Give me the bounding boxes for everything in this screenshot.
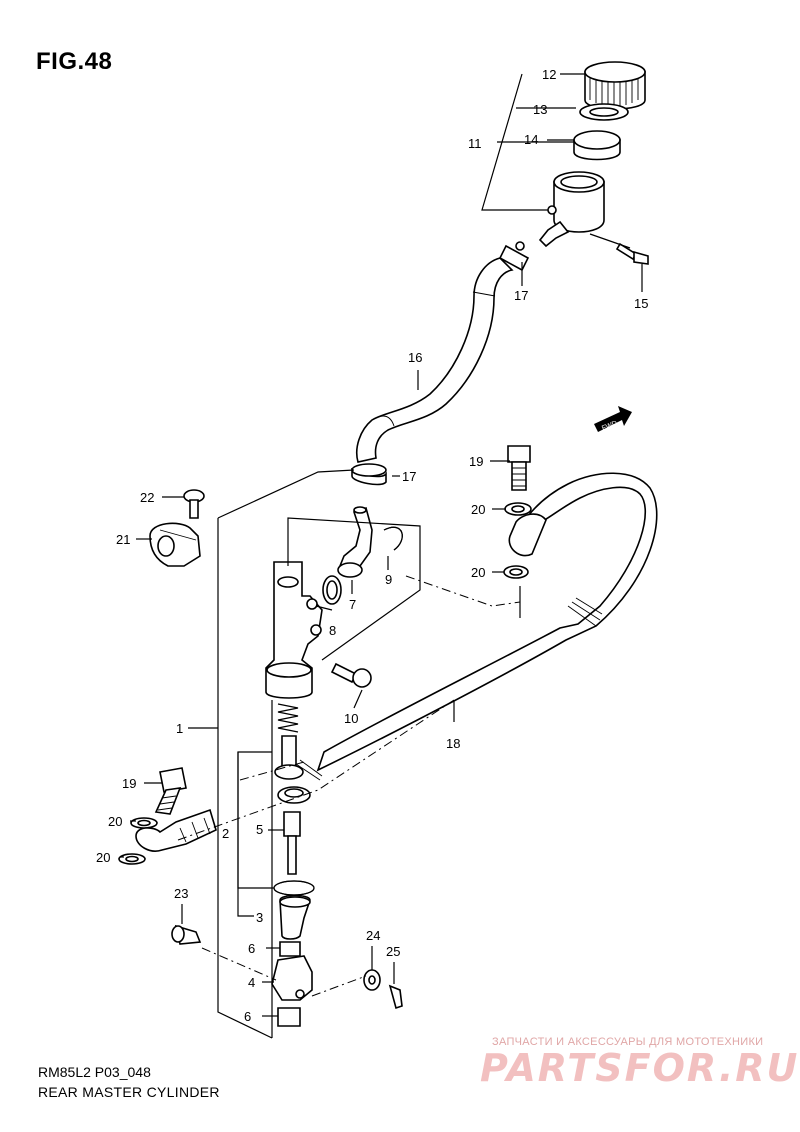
gasket-upper-b[interactable] — [503, 565, 529, 579]
circlip-upper[interactable] — [383, 526, 403, 551]
hose-clamp-upper[interactable] — [498, 241, 530, 272]
callout-3: 3 — [256, 910, 263, 925]
centerlines — [177, 575, 521, 997]
callout-19-lower: 19 — [122, 776, 136, 791]
callout-20-upper-a: 20 — [471, 502, 485, 517]
callout-16: 16 — [408, 350, 422, 365]
callout-5: 5 — [256, 822, 263, 837]
fwd-arrow-icon: FWD — [594, 406, 632, 432]
hose-clamp-lower[interactable] — [351, 463, 387, 486]
callout-21: 21 — [116, 532, 130, 547]
callout-9: 9 — [385, 572, 392, 587]
reservoir-plate[interactable] — [579, 103, 629, 121]
bracket-screw[interactable] — [183, 489, 205, 519]
gasket-upper-a[interactable] — [504, 502, 532, 516]
brake-hose[interactable] — [295, 472, 658, 781]
o-ring[interactable] — [322, 575, 342, 605]
callout-4: 4 — [248, 975, 255, 990]
piston-cup[interactable] — [277, 786, 311, 804]
rod-clevis[interactable] — [271, 955, 313, 1001]
callout-7: 7 — [349, 597, 356, 612]
dust-boot[interactable] — [279, 894, 311, 940]
spring[interactable] — [277, 703, 299, 733]
reservoir-hose[interactable] — [356, 257, 514, 463]
washer[interactable] — [363, 969, 381, 991]
callout-25: 25 — [386, 944, 400, 959]
figure-title: FIG.48 — [36, 48, 113, 75]
callout-19-upper: 19 — [469, 454, 483, 469]
nut-lower[interactable] — [277, 1007, 301, 1027]
mount-bolt-lower[interactable] — [171, 924, 202, 945]
master-cylinder-body[interactable] — [265, 561, 323, 699]
watermark-logo: PARTSFOR.RU — [480, 1046, 800, 1090]
cotter-pin[interactable] — [388, 984, 403, 1010]
callout-10: 10 — [344, 711, 358, 726]
push-rod[interactable] — [283, 811, 301, 875]
gasket-lower-b[interactable] — [118, 853, 146, 865]
model-code: RM85L2 P03_048 — [38, 1064, 151, 1080]
inlet-elbow[interactable] — [337, 506, 373, 578]
reservoir-mount-bolt[interactable] — [330, 662, 372, 688]
mount-bracket[interactable] — [149, 522, 201, 567]
hose-fitting-lower[interactable] — [135, 808, 217, 852]
callout-2: 2 — [222, 826, 229, 841]
callout-24: 24 — [366, 928, 380, 943]
reservoir-cap[interactable] — [584, 61, 646, 110]
callout-6-upper: 6 — [248, 941, 255, 956]
callout-12: 12 — [542, 67, 556, 82]
watermark-tagline: ЗАПЧАСТИ И АКСЕССУАРЫ ДЛЯ МОТОТЕХНИКИ — [492, 1036, 764, 1048]
callout-1: 1 — [176, 721, 183, 736]
nut-upper[interactable] — [279, 941, 301, 957]
callout-15: 15 — [634, 296, 648, 311]
reservoir-tank[interactable] — [538, 171, 605, 248]
callout-18: 18 — [446, 736, 460, 751]
callout-20-lower-b: 20 — [96, 850, 110, 865]
callout-8: 8 — [329, 623, 336, 638]
callout-23: 23 — [174, 886, 188, 901]
callout-20-upper-b: 20 — [471, 565, 485, 580]
gasket-lower-a[interactable] — [130, 817, 158, 829]
leader-lines — [120, 73, 643, 1039]
circlip-lower[interactable] — [273, 880, 315, 896]
union-bolt-lower[interactable] — [154, 767, 187, 815]
callout-22: 22 — [140, 490, 154, 505]
reservoir-bolt[interactable] — [615, 242, 649, 265]
piston[interactable] — [274, 735, 304, 780]
callout-6-lower: 6 — [244, 1009, 251, 1024]
union-bolt-upper[interactable] — [507, 445, 531, 491]
callout-13: 13 — [533, 102, 547, 117]
figure-caption: REAR MASTER CYLINDER — [38, 1084, 220, 1100]
reservoir-diaphragm[interactable] — [573, 130, 621, 161]
callout-20-lower-a: 20 — [108, 814, 122, 829]
callout-11: 11 — [468, 136, 482, 151]
callout-14: 14 — [524, 132, 538, 147]
callout-17-lower: 17 — [402, 469, 416, 484]
callout-17-upper: 17 — [514, 288, 528, 303]
